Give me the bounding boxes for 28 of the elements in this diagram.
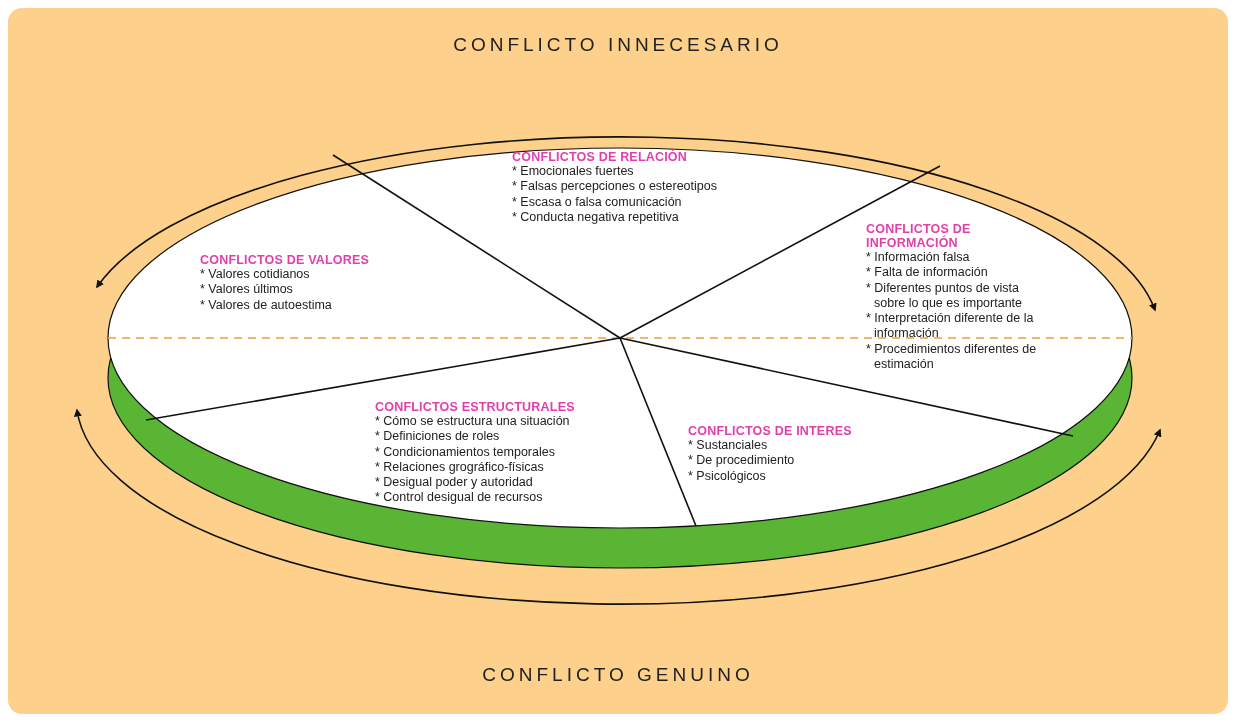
bullet-item: * Condicionamientos temporales	[375, 444, 556, 460]
bullet-item: * Falta de información	[866, 265, 989, 281]
bullet-item: * Definiciones de roles	[375, 429, 501, 445]
bullet-item: * Valores últimos	[200, 282, 294, 298]
bullet-item: * Información falsa	[866, 250, 971, 266]
bullet-item: * Valores cotidianos	[200, 267, 311, 283]
sector-heading: CONFLICTOS DE INTERES	[688, 424, 853, 438]
sector-heading: CONFLICTOS ESTRUCTURALES	[375, 400, 576, 414]
bullet-item: * Valores de autoestima	[200, 297, 333, 313]
sector-heading: CONFLICTOS DE RELACIÓN	[512, 150, 688, 164]
bullet-item: * Desigual poder y autoridad	[375, 475, 534, 491]
bullet-item: * Control desigual de recursos	[375, 490, 544, 506]
bullet-item: * Procedimientos diferentes de estimación	[866, 341, 1038, 373]
bullet-item: * Conducta negativa repetitiva	[512, 209, 680, 226]
bullet-item: * De procedimiento	[688, 453, 796, 469]
bullet-item: * Escasa o falsa comunicación	[512, 194, 683, 210]
bullet-item: * Falsas percepciones o estereotipos	[512, 179, 718, 195]
bullet-item: * Relaciones grográfico-físicas	[375, 459, 545, 476]
bullet-item: * Sustanciales	[688, 438, 769, 454]
bullet-item: * Psicológicos	[688, 468, 767, 484]
sector-heading: CONFLICTOS DE INFORMACIÓN	[866, 222, 972, 250]
category-title: CONFLICTO INNECESARIO	[452, 34, 784, 56]
bullet-item: * Diferentes puntos de vista sobre lo que es importante	[866, 280, 1023, 312]
bullet-item: * Cómo se estructura una situación	[375, 414, 571, 430]
bullet-item: * Emocionales fuertes	[512, 164, 635, 180]
category-title: CONFLICTO GENUINO	[481, 664, 755, 686]
bullet-item: * Interpretación diferente de la información	[866, 311, 1035, 342]
sector-heading: CONFLICTOS DE VALORES	[200, 253, 371, 267]
